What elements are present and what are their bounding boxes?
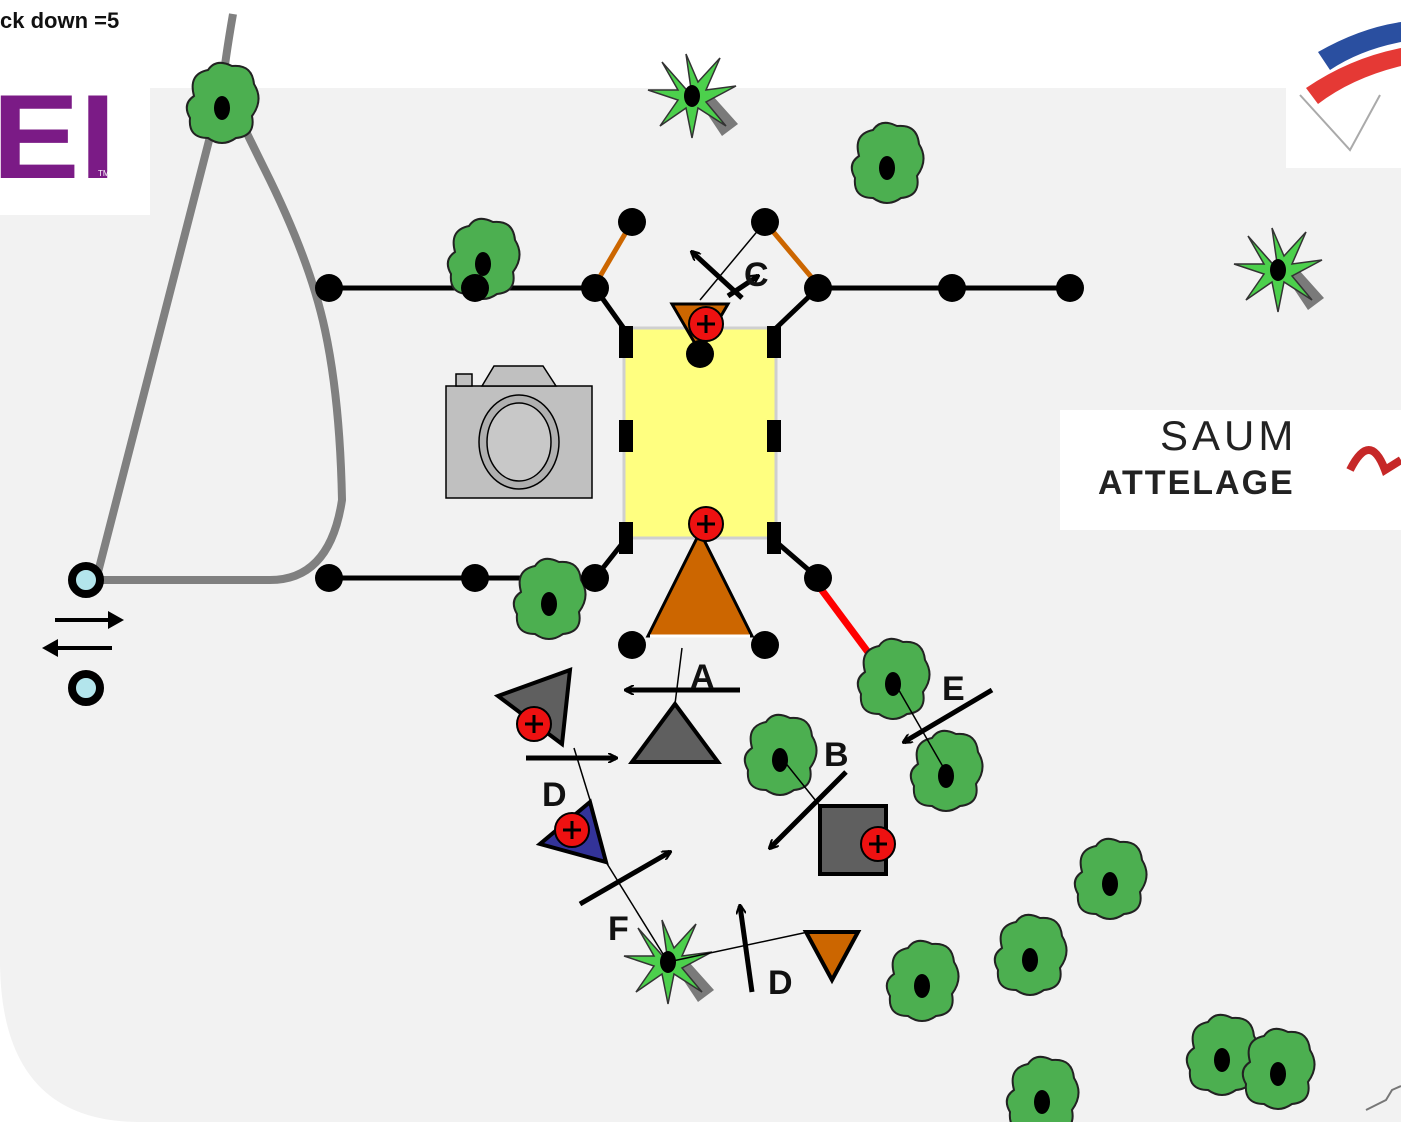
- obstacle-label-d-lower: D: [768, 964, 793, 1002]
- obstacle-label-f: F: [608, 910, 629, 948]
- fei-logo: EI TM: [0, 70, 116, 204]
- bush-icon: [512, 557, 587, 640]
- obstacle-label-a: A: [690, 658, 715, 696]
- bush-icon: [1241, 1027, 1316, 1110]
- penalty-plus-icon: [515, 705, 553, 743]
- bush-icon: [856, 637, 931, 720]
- penalty-plus-icon: [687, 505, 725, 543]
- double-arrow-icon: [42, 611, 124, 657]
- bush-icon: [743, 713, 818, 796]
- penalty-plus-icon: [687, 305, 725, 343]
- knockdown-note: ck down =5: [0, 8, 120, 33]
- bush-icon: [909, 729, 984, 812]
- obstacle-label-e: E: [942, 670, 965, 708]
- finish-point: [68, 670, 104, 706]
- obstacle-label-c: C: [744, 256, 769, 294]
- svg-text:TM: TM: [98, 169, 110, 178]
- penalty-plus-icon: [859, 825, 897, 863]
- bush-icon: [185, 61, 260, 144]
- bush-icon: [850, 121, 925, 204]
- fence-posts: [315, 208, 1084, 659]
- start-finish: [42, 562, 124, 706]
- orange-triangle-marker: [802, 930, 862, 985]
- svg-text:SAUM: SAUM: [1160, 412, 1297, 459]
- track-path: [92, 13, 346, 584]
- obstacle-label-b: B: [824, 736, 849, 774]
- svg-text:ATTELAGE: ATTELAGE: [1098, 464, 1295, 502]
- penalty-plus-icon: [553, 811, 591, 849]
- start-point: [68, 562, 104, 598]
- ffe-logo: [1286, 20, 1401, 168]
- bush-icon: [885, 939, 960, 1022]
- svg-text:EI: EI: [0, 70, 116, 204]
- bush-icon: [993, 913, 1068, 996]
- grey-triangle-marker: [628, 700, 722, 764]
- camera-icon: [445, 365, 593, 499]
- obstacle-label-d-upper: D: [542, 776, 567, 814]
- saumur-attelage-logo: SAUM ATTELAGE: [1060, 410, 1401, 530]
- partial-icon-corner: [1365, 1085, 1401, 1111]
- direction-arrow-icon: [526, 252, 994, 993]
- bush-icon: [1073, 837, 1148, 920]
